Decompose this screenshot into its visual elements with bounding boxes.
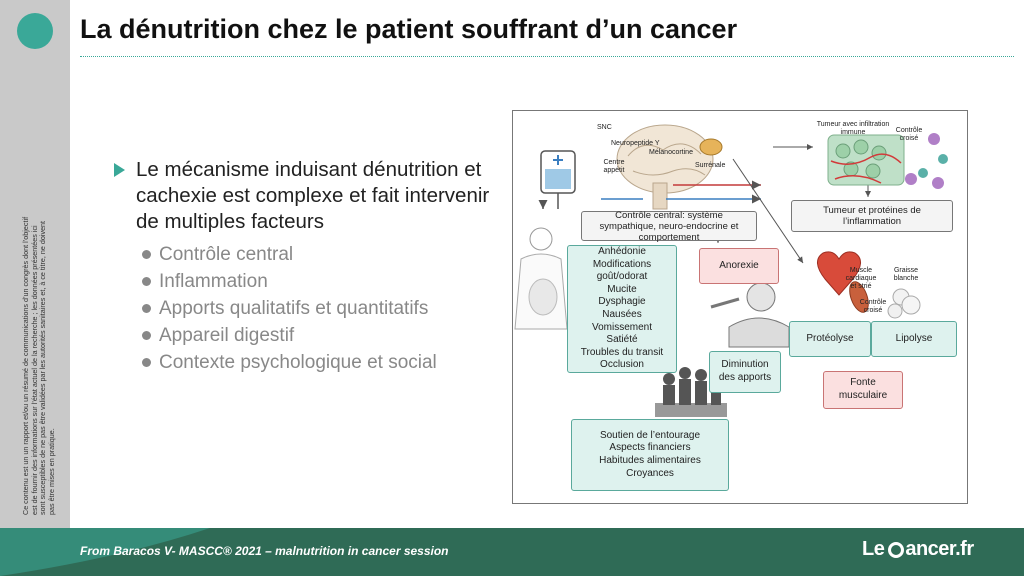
footer-bar: From Baracos V- MASCC® 2021 – malnutriti… [0, 528, 1024, 576]
soutien-box: Soutien de l’entourage Aspects financier… [571, 419, 729, 491]
sub-bullet-text: Contrôle central [159, 244, 294, 265]
iv-bag-icon [540, 150, 576, 209]
footer-wave-decoration [0, 528, 210, 576]
sub-bullet: Contrôle central [142, 241, 494, 268]
symptoms-box: Anhédonie Modifications goût/odorat Muci… [567, 245, 677, 373]
sub-bullet-text: Contexte psychologique et social [159, 352, 437, 373]
symptom-item: Vomissement [591, 321, 653, 333]
sub-bullet-text: Apports qualitatifs et quantitatifs [159, 298, 429, 319]
cachexia-mechanism-diagram: SNC Neuropeptide Y Mélanocortine Centre … [512, 110, 968, 504]
adrenal-gland-icon [699, 138, 723, 156]
neuropeptide-label: Neuropeptide Y [611, 140, 660, 147]
centre-appetit-label: Centre appétit [603, 159, 625, 174]
lipolyse-box: Lipolyse [871, 321, 957, 357]
brain-icon [616, 124, 714, 210]
anorexie-box: Anorexie [699, 248, 779, 284]
main-bullet-text: Le mécanisme induisant dénutrition et ca… [136, 158, 490, 233]
bullet-dot-icon [142, 277, 151, 286]
soutien-item: Croyances [626, 467, 674, 479]
symptom-item: Dysphagie [598, 296, 646, 308]
tumeur-inflammation-box: Tumeur et protéines de l’inflammation [791, 200, 953, 232]
tumeur-infiltration-label: Tumeur avec infiltration immune [816, 121, 890, 136]
logo-text-cancer: ancer.fr [905, 538, 974, 560]
symptom-item: Nausées [602, 309, 642, 320]
surrenale-label: Surrénale [695, 162, 726, 169]
sub-bullet-text: Appareil digestif [159, 325, 295, 346]
symptom-item: Satiété [606, 334, 638, 346]
immune-cells-icon [905, 133, 948, 189]
sub-bullet: Contexte psychologique et social [142, 349, 494, 376]
symptom-item: Occlusion [600, 359, 644, 371]
sub-bullet: Appareil digestif [142, 322, 494, 349]
source-citation: From Baracos V- MASCC® 2021 – malnutriti… [80, 544, 449, 558]
soutien-item: Soutien de l’entourage [599, 429, 701, 441]
bullet-dot-icon [142, 331, 151, 340]
soutien-item: Aspects financiers [609, 442, 691, 454]
slide-title: La dénutrition chez le patient souffrant… [80, 14, 738, 44]
snc-label: SNC [597, 124, 612, 131]
sub-bullet: Inflammation [142, 268, 494, 295]
symptom-item: Anhédonie [598, 246, 646, 258]
bullet-dot-icon [142, 250, 151, 259]
diminution-apports-box: Diminution des apports [709, 351, 781, 393]
distressed-person-icon [710, 282, 790, 348]
logo-ring-icon [888, 541, 905, 558]
symptom-item: Mucite [607, 283, 637, 295]
proteolyse-box: Protéolyse [789, 321, 871, 357]
left-sidebar: Ce contenu est un un rapport et/ou un ré… [0, 0, 70, 530]
title-divider [80, 56, 1014, 57]
disclaimer-text: Ce contenu est un un rapport et/ou un ré… [21, 216, 56, 515]
heart-muscle-icon [817, 251, 869, 313]
diagram-illustrations [514, 124, 948, 417]
human-body-icon [514, 227, 568, 330]
bullet-dot-icon [142, 358, 151, 367]
bullet-dot-icon [142, 304, 151, 313]
graisse-label: Graisse blanche [893, 267, 919, 282]
sub-bullet: Apports qualitatifs et quantitatifs [142, 295, 494, 322]
symptom-item: Modifications goût/odorat [592, 258, 652, 283]
fonte-musculaire-box: Fonte musculaire [823, 371, 903, 409]
fat-cells-icon [887, 288, 921, 319]
sub-bullet-list: Contrôle central Inflammation Apports qu… [142, 241, 494, 376]
triangle-bullet-icon [114, 163, 125, 177]
lecancer-logo: Le ancer.fr [862, 538, 974, 561]
controle-croise-mid-label: Contrôle croisé [859, 299, 887, 314]
melanocortine-label: Mélanocortine [649, 149, 693, 156]
tumor-tissue-icon [827, 134, 905, 186]
sub-bullet-text: Inflammation [159, 271, 268, 292]
soutien-item: Habitudes alimentaires [599, 455, 701, 466]
controle-central-box: Contrôle central: système sympathique, n… [581, 210, 757, 243]
bullet-list: Le mécanisme induisant dénutrition et ca… [114, 157, 494, 376]
symptom-item: Troubles du transit [580, 346, 664, 358]
logo-text-le: Le [862, 538, 885, 560]
teal-circle-logo [17, 13, 53, 49]
controle-croise-label: Contrôle croisé [895, 127, 923, 142]
main-bullet: Le mécanisme induisant dénutrition et ca… [114, 157, 494, 235]
muscle-label: Muscle cardiaque et strié [845, 267, 877, 290]
